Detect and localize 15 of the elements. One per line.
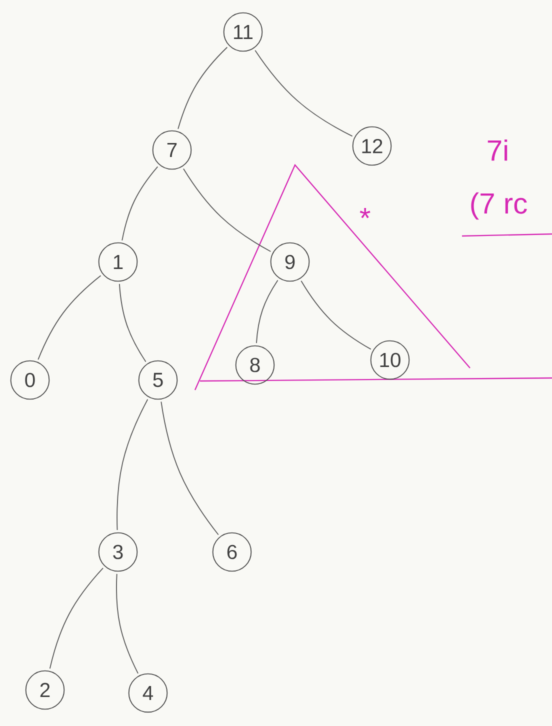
tree-edge	[178, 46, 228, 130]
tree-edge	[118, 283, 146, 362]
tree-edge	[49, 568, 104, 670]
tree-edge	[160, 401, 219, 536]
handwritten-note: (7 rc	[471, 192, 527, 220]
tree-edge	[183, 168, 272, 252]
tree-edge	[38, 275, 102, 360]
tree-edge	[122, 166, 158, 241]
tree-edge	[256, 280, 278, 344]
tree-edge	[116, 398, 148, 530]
handwritten-note: 7i	[488, 139, 508, 161]
tree-edge	[254, 50, 353, 137]
tree-edge	[300, 280, 372, 350]
handwritten-note: *	[360, 208, 370, 218]
tree-edge	[116, 573, 138, 674]
